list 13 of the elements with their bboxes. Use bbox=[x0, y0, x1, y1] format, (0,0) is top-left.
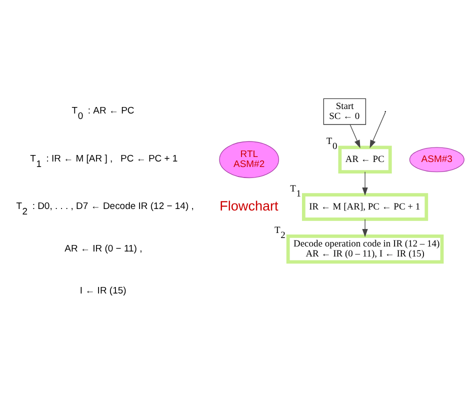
arrow bbox=[370, 112, 386, 148]
node-ellipse: ASM#3 bbox=[409, 147, 464, 172]
label: I ← IR (15) bbox=[80, 286, 126, 297]
arrow bbox=[350, 124, 360, 148]
node-ellipse: RTL ASM#2 bbox=[219, 141, 280, 178]
node-box: IR ← M [AR], PC ← PC + 1 bbox=[302, 193, 428, 221]
node-box: Decode operation code in IR (12 – 14) AR ← IR (0 – 11), I ← IR (15) bbox=[286, 234, 444, 264]
label: AR ← IR (0 − 11) , bbox=[64, 244, 142, 255]
arrow bbox=[362, 218, 368, 238]
node-box: Start SC ← 0 bbox=[323, 98, 366, 125]
label: Flowchart bbox=[220, 198, 278, 214]
arrow bbox=[362, 172, 368, 196]
node-box: AR ← PC bbox=[338, 146, 392, 174]
